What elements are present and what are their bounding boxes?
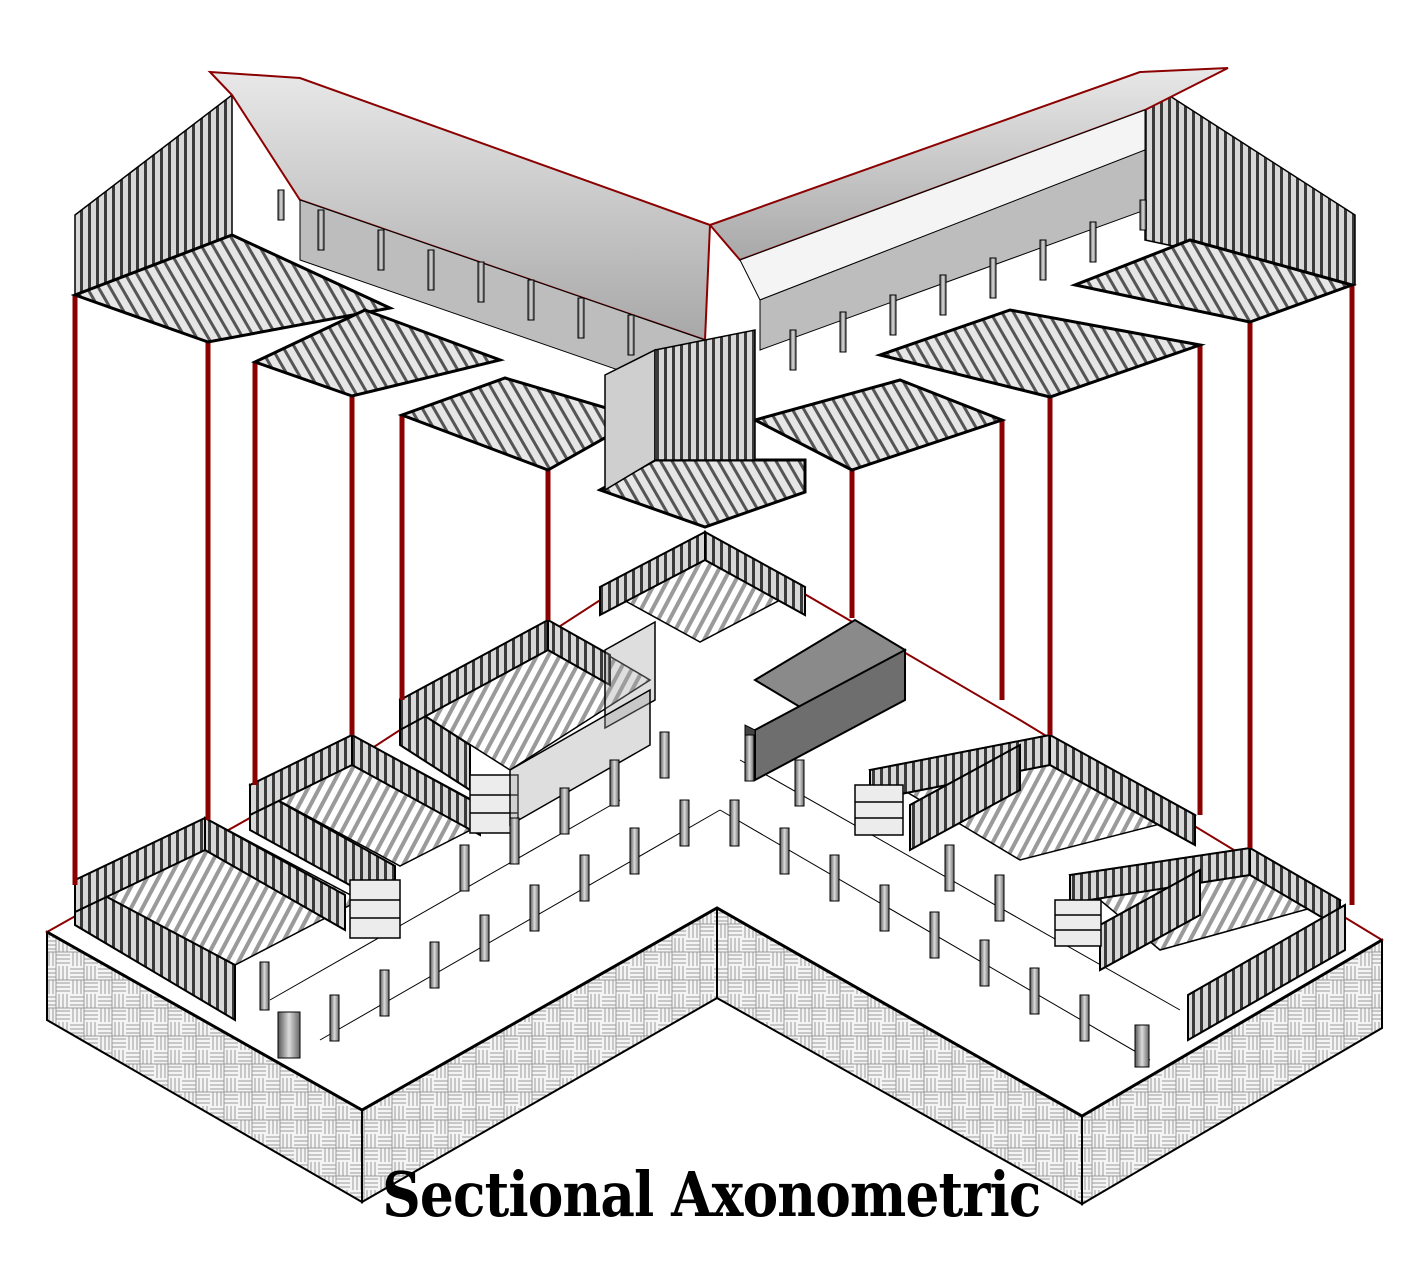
upper-room-right-2 [874,308,1206,399]
room-right-2 [1068,846,1346,1042]
room-top-center [598,530,807,643]
connector-lines [72,285,1355,905]
room-right-1 [867,733,1198,861]
upper-level [70,67,1357,529]
upper-room-right-1 [750,378,1007,472]
upper-room-left-2 [251,308,506,398]
column-icon [259,731,1150,1068]
room-left-1 [73,816,362,1022]
upper-room-left-1 [70,233,395,344]
ground-floor-rooms [73,530,1346,1042]
upper-room-right-3 [1069,238,1357,324]
drawing-title: Sectional Axonometric [382,1158,1041,1231]
column-icon [277,189,1147,371]
glass-partition [509,620,656,827]
room-left-3 [398,618,652,792]
roof-right-slope [708,67,1229,262]
slab-front-edge [46,906,1383,1118]
upper-core-right [654,329,756,461]
